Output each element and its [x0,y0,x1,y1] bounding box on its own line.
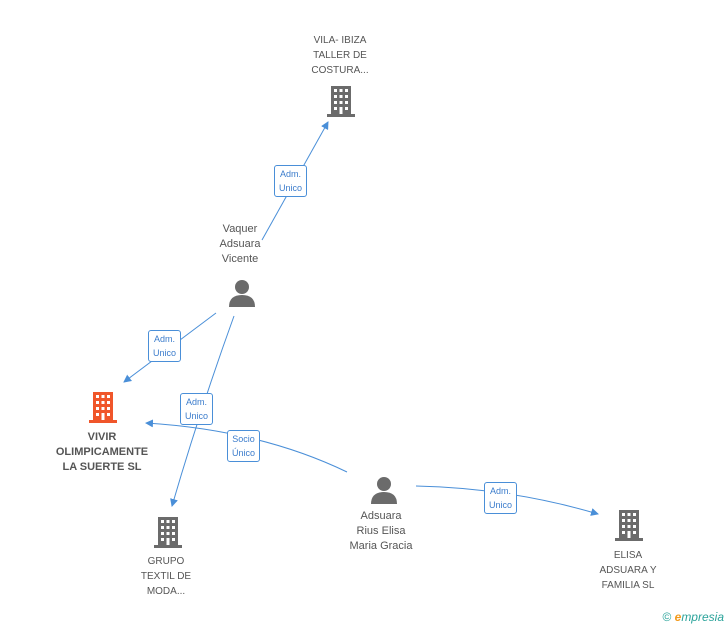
edge-label-vaquer-vila[interactable]: Adm.Unico [274,165,308,197]
person-icon [229,280,255,307]
empresia-brand[interactable]: © empresia [662,610,724,624]
building-icon-highlight [89,392,117,423]
person-icon [371,477,397,504]
edge-label-vaquer-grupo[interactable]: Adm.Unico [180,393,214,425]
brand-name: mpresia [681,610,724,624]
edge-label-vaquer-vivir[interactable]: Adm.Unico [148,330,182,362]
building-icon [615,510,643,541]
building-icon [154,517,182,548]
copyright-icon: © [662,610,672,624]
brand-e: e [674,610,682,624]
edge-label-adsuara-elisa[interactable]: Adm.Unico [484,482,518,514]
building-icon [327,86,355,117]
